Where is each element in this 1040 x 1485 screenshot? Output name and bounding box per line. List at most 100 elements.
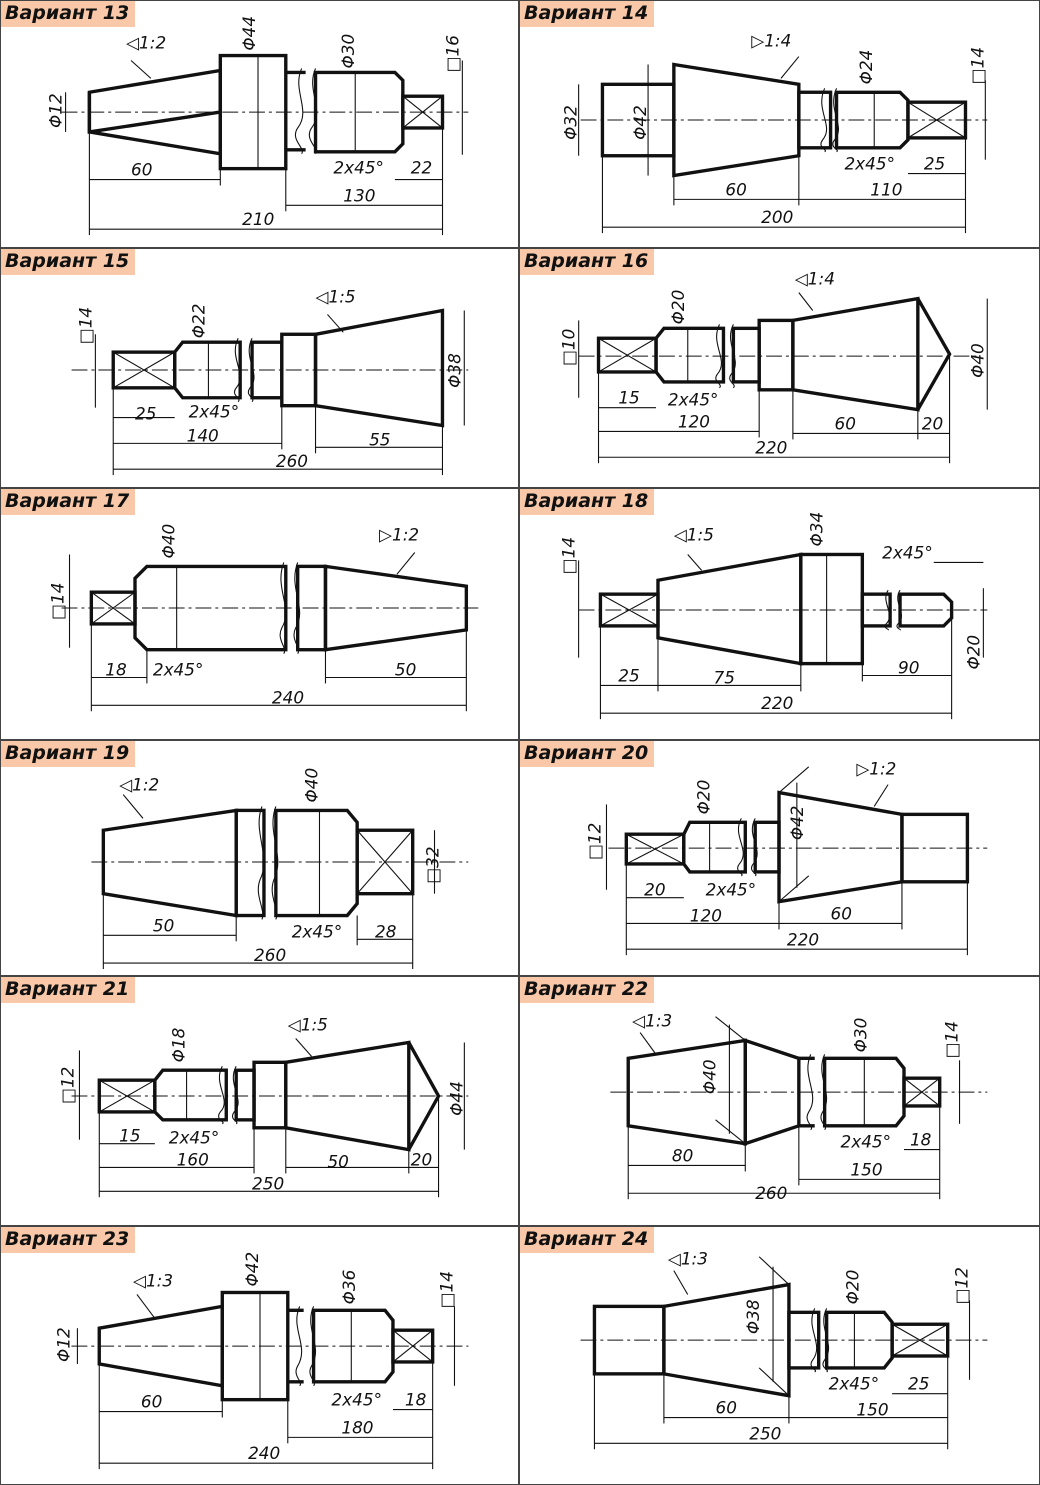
variant-15-len-a: 25 [135,404,156,424]
variant-19-d1: Φ40 [302,768,322,803]
variant-23-title: Вариант 23 [1,1227,136,1253]
variant-21-d1: Φ18 [169,1028,189,1063]
variant-24-len-b: 25 [908,1374,929,1394]
variant-20-taper: ▷1:2 [856,759,896,779]
variant-18-len-a: 25 [618,665,639,685]
variant-17-square: □14 [48,583,68,620]
variant-20-square: □12 [585,823,605,860]
variant-16-d1: Φ20 [668,290,688,325]
variant-21-len-b: 50 [327,1151,348,1171]
variant-19-len-a: 50 [153,915,174,935]
variant-15-chamfer: 2x45° [189,402,240,422]
variant-13-d1: Φ12 [46,93,66,128]
variant-14-d2: Φ42 [630,105,650,140]
variant-15-d1: Φ22 [188,304,208,339]
variant-13-d2: Φ44 [239,16,259,51]
variant-24-d1: Φ38 [743,1299,763,1334]
variant-23-drawing: ◁1:3 Φ12 Φ42 Φ36 □14 2x45° 60 18 180 240 [53,1252,469,1470]
variant-15-panel: ◁1:5 □14 Φ22 Φ38 2x45° 25 55 140 260 Вар… [0,248,519,488]
variant-23-square: □14 [436,1271,456,1308]
variant-23-len-b: 18 [405,1390,426,1410]
variant-22-len-total: 260 [755,1183,787,1203]
variant-23-taper: ◁1:3 [133,1271,173,1291]
variant-15-len-b: 55 [369,429,390,449]
variant-24-len-total: 250 [749,1423,781,1443]
variant-14-taper: ▷1:4 [751,31,791,51]
variant-14-panel: ▷1:4 Φ32 Φ42 Φ24 □14 2x45° 60 25 110 200… [519,0,1040,248]
variant-23-panel: ◁1:3 Φ12 Φ42 Φ36 □14 2x45° 60 18 180 240… [0,1226,519,1485]
variant-13-len-total: 210 [242,209,274,229]
variant-19-panel: ◁1:2 Φ40 □32 2x45° 50 28 260 Вариант 19 [0,740,519,976]
variant-18-len-c: 90 [898,658,919,678]
variant-22-len-a: 80 [672,1146,693,1166]
variant-14-len-a: 60 [725,179,746,199]
variant-22-square: □14 [942,1021,962,1058]
variant-13-square: □16 [442,35,462,72]
variant-14-title: Вариант 14 [520,1,655,27]
variant-13-len-a: 60 [131,160,152,180]
variant-13-chamfer: 2x45° [333,158,384,178]
variant-23-chamfer: 2x45° [331,1390,382,1410]
variant-21-taper: ◁1:5 [288,1015,328,1035]
variant-21-len-a: 15 [119,1126,140,1146]
variant-13-panel: ◁1:2 Φ12 Φ44 Φ30 □16 2x45° 60 22 130 210… [0,0,519,248]
variant-18-drawing: ◁1:5 □14 Φ34 Φ20 2x45° 25 75 90 220 [559,512,988,720]
variant-13-drawing: ◁1:2 Φ12 Φ44 Φ30 □16 2x45° 60 22 130 210 [46,16,469,236]
variant-24-drawing: ◁1:3 Φ38 Φ20 □12 2x45° 60 25 150 250 [580,1249,988,1450]
variant-20-title: Вариант 20 [520,741,655,767]
variant-18-len-b: 75 [714,667,735,687]
variant-16-len-total: 220 [755,437,787,457]
variant-23-len-c: 180 [341,1417,373,1437]
variant-15-square: □14 [75,307,95,344]
variant-22-title: Вариант 22 [520,977,655,1003]
variant-15-len-c: 140 [187,425,219,445]
variant-16-title: Вариант 16 [520,249,655,275]
variant-13-len-b: 22 [411,158,432,178]
variant-17-taper: ▷1:2 [379,525,419,545]
variant-21-panel: ◁1:5 □12 Φ18 Φ44 2x45° 15 50 160 20 250 … [0,976,519,1226]
variant-16-len-c: 120 [678,412,710,432]
variant-21-square: □12 [57,1067,77,1104]
variant-22-d2: Φ30 [850,1018,870,1053]
variant-14-chamfer: 2x45° [844,154,895,174]
variant-22-d1: Φ40 [700,1059,720,1094]
variant-13-d3: Φ30 [338,34,358,69]
variant-17-chamfer: 2x45° [153,660,204,680]
variant-23-len-total: 240 [248,1443,280,1463]
variant-19-drawing: ◁1:2 Φ40 □32 2x45° 50 28 260 [91,768,469,970]
variant-17-len-a: 18 [105,660,126,680]
variant-24-len-c: 150 [856,1400,888,1420]
variant-24-d2: Φ20 [842,1270,862,1305]
variant-21-len-total: 250 [252,1173,284,1193]
variant-13-taper: ◁1:2 [126,33,166,53]
variant-20-len-total: 220 [787,929,819,949]
variant-19-len-total: 260 [254,945,286,965]
variant-18-title: Вариант 18 [520,489,655,515]
variant-24-taper: ◁1:3 [668,1249,708,1269]
variant-15-drawing: ◁1:5 □14 Φ22 Φ38 2x45° 25 55 140 260 [71,287,469,476]
variant-24-square: □12 [952,1267,972,1304]
variant-24-panel: ◁1:3 Φ38 Φ20 □12 2x45° 60 25 150 250 Вар… [519,1226,1040,1485]
variant-21-chamfer: 2x45° [169,1128,220,1148]
variant-19-square: □32 [422,846,442,883]
variant-20-len-b: 60 [831,903,852,923]
variant-14-square: □14 [967,47,987,84]
variant-15-title: Вариант 15 [1,249,136,275]
variant-23-len-a: 60 [141,1392,162,1412]
variant-16-len-d: 20 [922,413,943,433]
variant-16-panel: ◁1:4 □10 Φ20 Φ40 2x45° 15 60 120 20 220 … [519,248,1040,488]
variant-23-d2: Φ42 [242,1252,262,1287]
variant-18-d1: Φ34 [807,512,827,547]
variant-18-chamfer: 2x45° [882,542,933,562]
variant-22-panel: ◁1:3 Φ40 Φ30 □14 2x45° 80 18 150 260 Вар… [519,976,1040,1226]
variant-22-drawing: ◁1:3 Φ40 Φ30 □14 2x45° 80 18 150 260 [610,1011,988,1203]
variant-16-chamfer: 2x45° [668,390,719,410]
variant-19-chamfer: 2x45° [292,921,343,941]
variant-22-chamfer: 2x45° [841,1132,892,1152]
variant-19-taper: ◁1:2 [119,775,159,795]
variant-15-d2: Φ38 [444,353,464,388]
variant-22-len-c: 150 [850,1159,882,1179]
variant-14-len-b: 25 [924,154,945,174]
variant-20-len-a: 20 [644,880,665,900]
